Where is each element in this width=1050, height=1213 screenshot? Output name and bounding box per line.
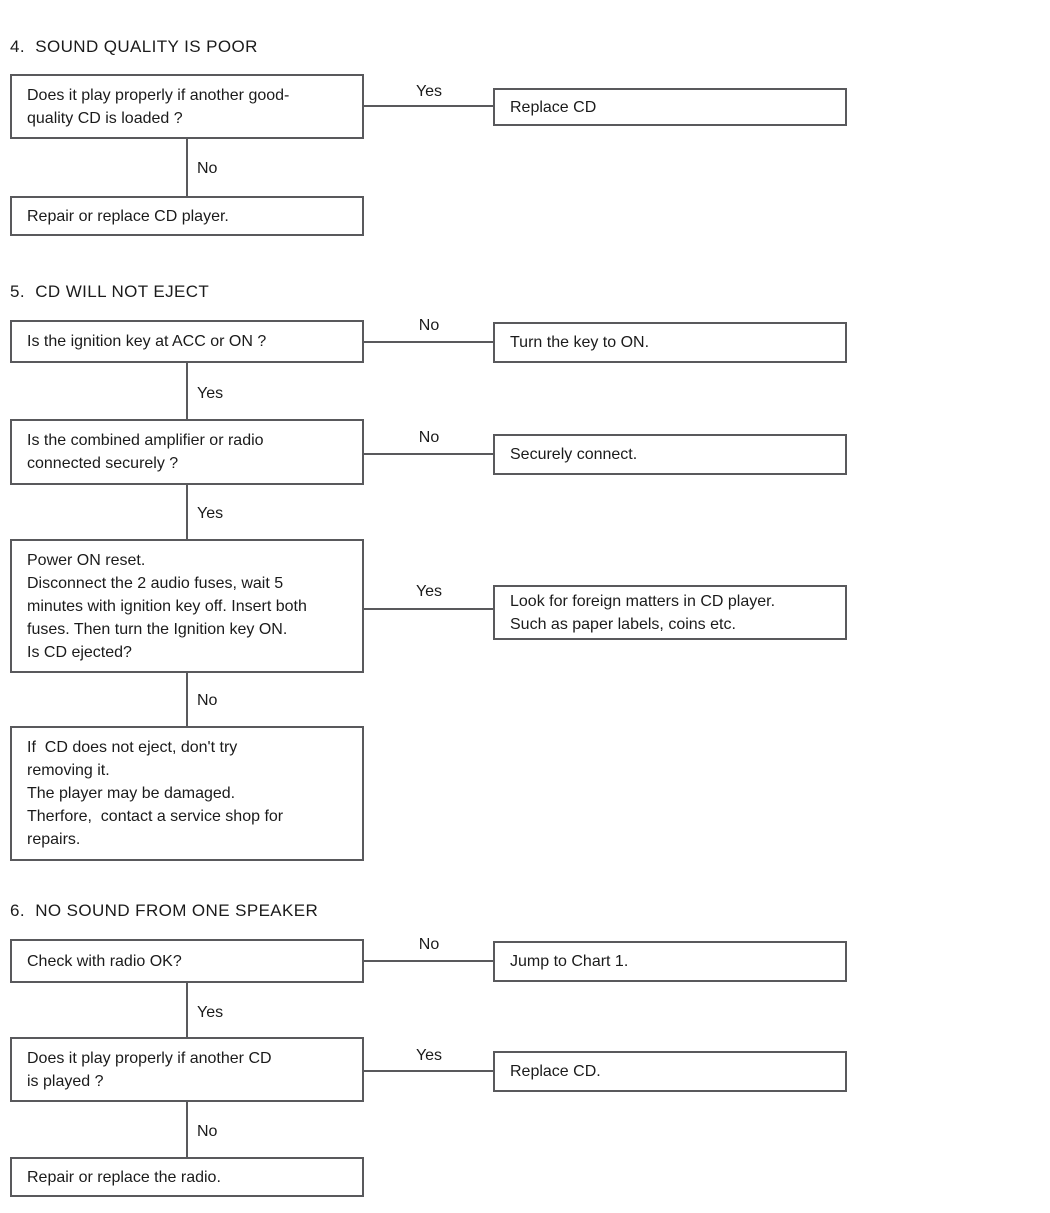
- decision-box: Is the combined amplifier or radio conne…: [10, 419, 364, 485]
- connector-vertical: [186, 673, 188, 726]
- result-box: Look for foreign matters in CD player. S…: [493, 585, 847, 640]
- decision-box: Does it play properly if another CD is p…: [10, 1037, 364, 1102]
- branch-label: Yes: [415, 83, 443, 100]
- terminal-box: If CD does not eject, don't try removing…: [10, 726, 364, 861]
- branch-label: No: [418, 429, 440, 446]
- section-title-5: 5. CD WILL NOT EJECT: [10, 282, 210, 301]
- branch-label: Yes: [415, 583, 443, 600]
- branch-label: Yes: [415, 1047, 443, 1064]
- connector-horizontal: [363, 960, 494, 962]
- down-label: No: [197, 692, 218, 709]
- result-box: Turn the key to ON.: [493, 322, 847, 363]
- connector-horizontal: [363, 1070, 494, 1072]
- connector-vertical: [186, 363, 188, 419]
- decision-box: Power ON reset. Disconnect the 2 audio f…: [10, 539, 364, 673]
- branch-label: No: [418, 317, 440, 334]
- connector-vertical: [186, 1102, 188, 1157]
- down-label: Yes: [197, 385, 224, 402]
- result-box: Replace CD: [493, 88, 847, 126]
- section-title-6: 6. NO SOUND FROM ONE SPEAKER: [10, 901, 319, 920]
- terminal-box: Repair or replace CD player.: [10, 196, 364, 236]
- connector-horizontal: [363, 608, 494, 610]
- connector-horizontal: [363, 105, 494, 107]
- result-box: Replace CD.: [493, 1051, 847, 1092]
- decision-box: Check with radio OK?: [10, 939, 364, 983]
- connector-horizontal: [363, 341, 494, 343]
- connector-horizontal: [363, 453, 494, 455]
- down-label: Yes: [197, 505, 224, 522]
- terminal-box: Repair or replace the radio.: [10, 1157, 364, 1197]
- connector-vertical: [186, 983, 188, 1037]
- result-box: Jump to Chart 1.: [493, 941, 847, 982]
- down-label: Yes: [197, 1004, 224, 1021]
- decision-box: Is the ignition key at ACC or ON ?: [10, 320, 364, 363]
- down-label: No: [197, 160, 218, 177]
- decision-box: Does it play properly if another good- q…: [10, 74, 364, 139]
- connector-vertical: [186, 485, 188, 539]
- section-title-4: 4. SOUND QUALITY IS POOR: [10, 37, 258, 56]
- connector-vertical: [186, 139, 188, 196]
- branch-label: No: [418, 936, 440, 953]
- result-box: Securely connect.: [493, 434, 847, 475]
- down-label: No: [197, 1123, 218, 1140]
